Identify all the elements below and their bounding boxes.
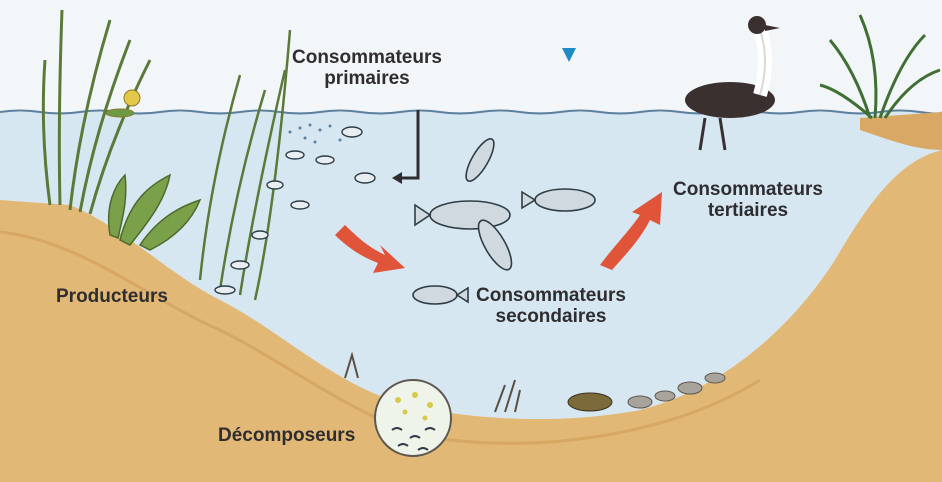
label-producers: Producteurs	[56, 287, 168, 308]
label-secondary-consumers: Consommateurs secondaires	[476, 286, 626, 328]
decomposer-bubble-icon	[375, 380, 451, 456]
label-tertiary-line2: tertiaires	[673, 201, 823, 222]
label-primary-consumers: Consommateurs primaires	[292, 48, 442, 90]
label-tertiary-line1: Consommateurs	[673, 180, 823, 201]
label-decomposers: Décomposeurs	[218, 426, 355, 447]
label-tertiary-consumers: Consommateurs tertiaires	[673, 180, 823, 222]
label-primary-line2: primaires	[292, 69, 442, 90]
label-primary-line1: Consommateurs	[292, 48, 442, 69]
label-secondary-line2: secondaires	[476, 307, 626, 328]
label-secondary-line1: Consommateurs	[476, 286, 626, 307]
turtle-icon	[568, 393, 612, 411]
